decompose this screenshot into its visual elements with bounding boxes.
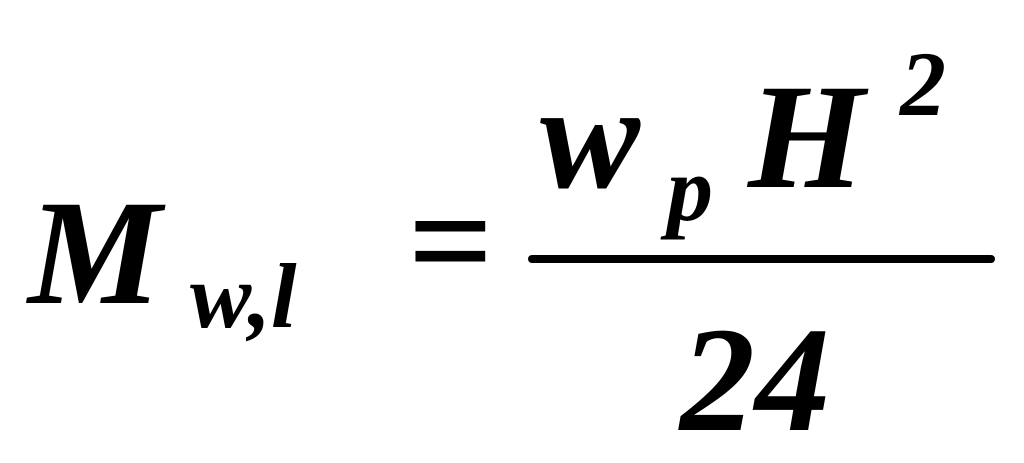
numerator-factor-h: H (748, 54, 865, 220)
equals-sign: = (408, 158, 494, 324)
lhs-symbol: M (28, 170, 162, 336)
numerator-factor-w: w (540, 54, 641, 220)
denominator: 24 (680, 297, 830, 463)
numerator-subscript-p: p (667, 138, 713, 240)
lhs-subscript: w,l (190, 245, 297, 347)
numerator-exponent: 2 (900, 33, 946, 135)
fraction-bar (528, 255, 995, 263)
